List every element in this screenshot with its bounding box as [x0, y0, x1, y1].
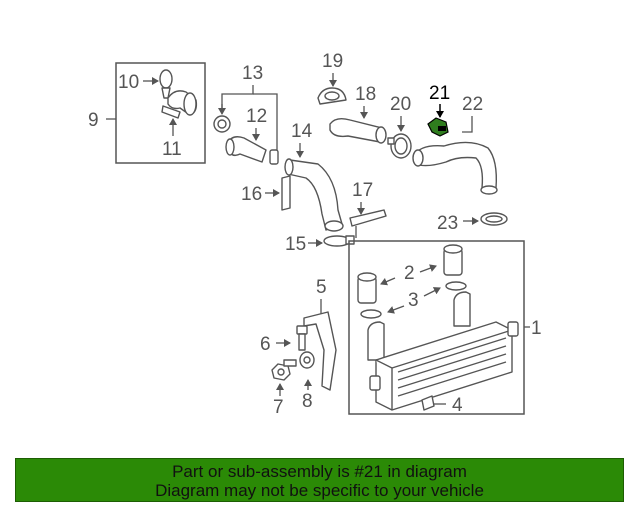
part-12-hose [225, 136, 279, 165]
callout-19[interactable]: 19 [322, 51, 343, 72]
part-7-nut [271, 359, 297, 381]
callout-4[interactable]: 4 [452, 395, 463, 416]
part-10-clamp [159, 69, 173, 99]
callout-15[interactable]: 15 [285, 234, 306, 255]
callout-18[interactable]: 18 [355, 84, 376, 105]
callout-9[interactable]: 9 [88, 110, 99, 131]
part-2-hose-right [443, 244, 463, 276]
part-14-duct [284, 158, 344, 232]
part-5-bracket [303, 311, 337, 391]
part-8-grommet [299, 351, 315, 369]
callout-13[interactable]: 13 [242, 63, 263, 84]
part-21-sensor[interactable] [427, 117, 449, 137]
callout-2[interactable]: 2 [404, 263, 415, 284]
callout-17[interactable]: 17 [352, 180, 373, 201]
part-18-hose [329, 117, 387, 144]
info-banner: Part or sub-assembly is #21 in diagram D… [15, 458, 624, 502]
callout-6[interactable]: 6 [260, 334, 271, 355]
callout-16[interactable]: 16 [241, 184, 262, 205]
part-22-pipe [412, 141, 498, 195]
part-3-clamp-left [360, 309, 382, 319]
callout-21[interactable]: 21 [429, 83, 450, 104]
callout-10[interactable]: 10 [118, 72, 139, 93]
parts-diagram: 9 10 11 13 12 14 16 17 15 [88, 51, 542, 418]
part-3-clamp-right [445, 281, 467, 291]
callout-1[interactable]: 1 [531, 318, 542, 339]
part-4-seal [421, 395, 435, 411]
callout-3[interactable]: 3 [408, 290, 419, 311]
callout-7[interactable]: 7 [273, 397, 284, 418]
callout-12[interactable]: 12 [246, 106, 267, 127]
callout-22[interactable]: 22 [462, 94, 483, 115]
callout-20[interactable]: 20 [390, 94, 411, 115]
callout-8[interactable]: 8 [302, 391, 313, 412]
part-17-bracket [349, 209, 387, 227]
part-19-clamp [317, 87, 347, 105]
part-16-bracket [281, 175, 291, 211]
callout-5[interactable]: 5 [316, 277, 327, 298]
part-15-clamp [323, 235, 355, 247]
part-2-hose-left [357, 272, 377, 304]
part-13-clamp-upper [213, 115, 231, 133]
part-20-clamp [387, 133, 412, 159]
part-11-hose [161, 90, 198, 119]
subassembly-box-9 [115, 62, 206, 164]
callout-11[interactable]: 11 [162, 139, 182, 160]
banner-line-2: Diagram may not be specific to your vehi… [155, 481, 484, 500]
banner-line-1: Part or sub-assembly is #21 in diagram [172, 462, 467, 481]
part-23-clamp [480, 212, 508, 226]
callout-14[interactable]: 14 [291, 121, 313, 142]
callout-23[interactable]: 23 [437, 213, 458, 234]
part-1-intercooler [367, 291, 519, 411]
part-6-bolt [296, 325, 308, 351]
